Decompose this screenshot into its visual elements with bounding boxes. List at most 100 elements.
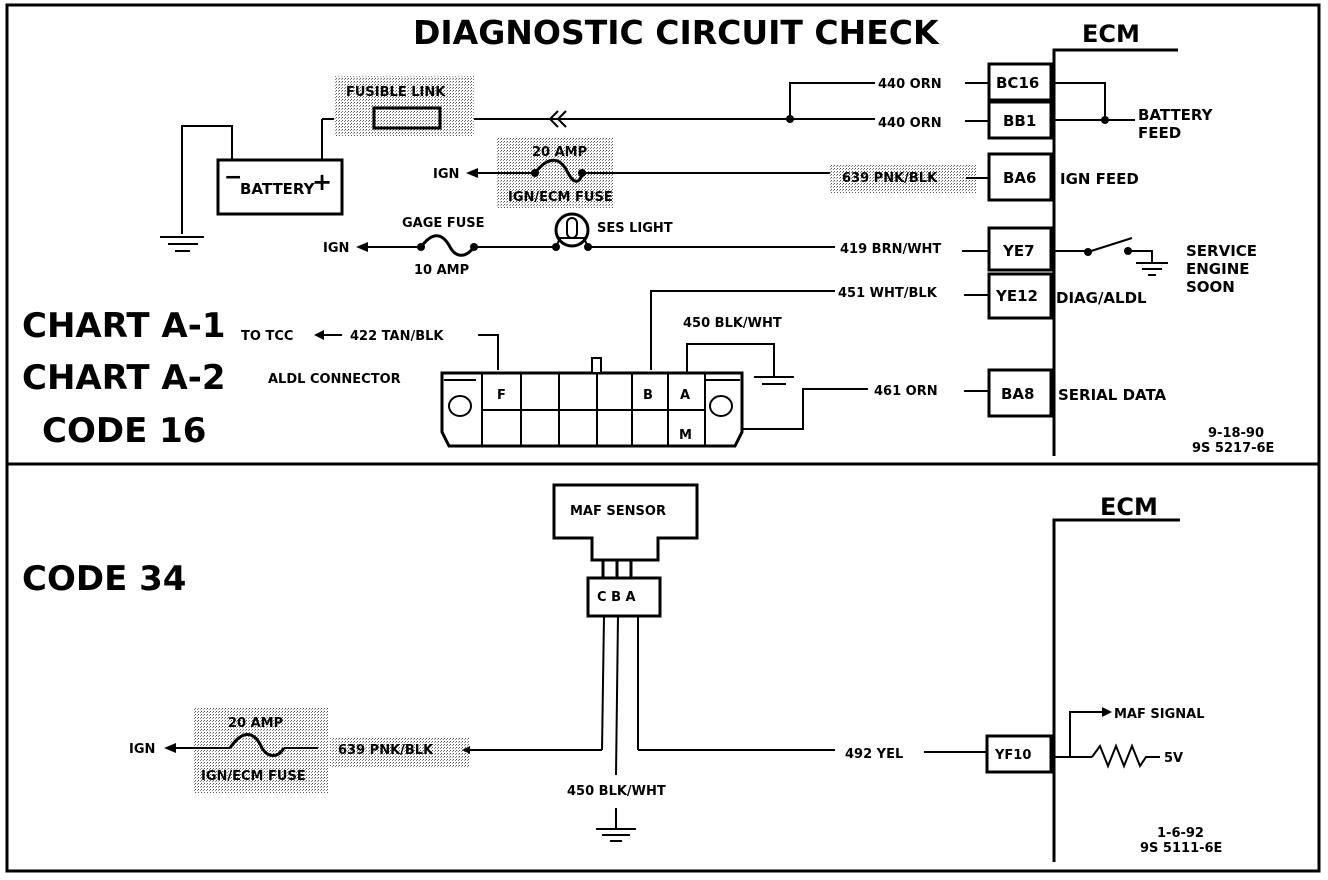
ign-feed-label: IGN FEED [1060,170,1139,188]
svg-text:ENGINE: ENGINE [1186,260,1250,278]
svg-text:SERVICE: SERVICE [1186,242,1257,260]
ecm-pin-ye7: YE7 [987,226,1053,272]
ecm-pin-bc16: BC16 [987,62,1053,102]
ref-bottom: 9S 5111-6E [1140,841,1222,856]
code-34-label: CODE 34 [22,559,186,599]
ecm-label: ECM [1100,493,1158,521]
chart-a2-label: CHART A-2 [22,358,226,398]
svg-text:YE12: YE12 [995,287,1038,305]
svg-text:BA8: BA8 [1001,385,1034,403]
svg-text:440 ORN: 440 ORN [878,116,942,131]
svg-text:440 ORN: 440 ORN [878,77,942,92]
ref-top: 9S 5217-6E [1192,441,1274,456]
aldl-connector: F B A M [440,357,744,448]
wire-451: 451 WHT/BLK [650,286,989,370]
arrow-right-icon [1102,707,1112,717]
outer-frame [5,3,1321,873]
ecm-pin-ba6: BA6 IGN FEED [987,152,1139,202]
svg-text:BATTERY: BATTERY [240,180,316,198]
ses-switch: SERVICE ENGINE SOON [1054,237,1257,296]
svg-text:FEED: FEED [1138,124,1181,142]
svg-text:422 TAN/BLK: 422 TAN/BLK [350,329,444,344]
fuse-icon [228,733,286,757]
svg-text:SOON: SOON [1186,278,1235,296]
svg-text:639 PNK/BLK: 639 PNK/BLK [338,743,434,758]
date-bottom: 1-6-92 [1157,826,1204,841]
ecm-module-bottom: ECM [1052,493,1180,862]
page-title: DIAGNOSTIC CIRCUIT CHECK [413,13,940,52]
svg-text:20 AMP: 20 AMP [228,716,283,731]
aldl-pin-f: F [497,388,506,403]
chart-a1-label: CHART A-1 [22,306,226,346]
ecm-module-top: ECM [1052,20,1178,456]
svg-text:IGN: IGN [129,742,155,757]
wire-422: TO TCC 422 TAN/BLK [241,329,499,370]
svg-text:GAGE FUSE: GAGE FUSE [402,216,485,231]
fuse-icon [419,234,476,257]
aldl-pin-b: B [643,388,653,403]
svg-text:450 BLK/WHT: 450 BLK/WHT [683,316,782,331]
date-top: 9-18-90 [1208,426,1264,441]
svg-text:BB1: BB1 [1003,112,1036,130]
gage-fuse-ses-circuit: IGN GAGE FUSE 10 AMP SES LIGHT 419 BRN/W… [323,212,989,278]
arrow-left-icon [466,168,478,178]
battery: BATTERY − + [160,119,344,252]
ecm-pin-yf10: YF10 [985,734,1053,774]
wire-461: 461 ORN [742,384,989,430]
ecm-boundary [1052,48,1178,456]
battery-feed-circuit: BATTERY FEED [1054,82,1214,142]
svg-text:MAF SENSOR: MAF SENSOR [570,504,666,519]
svg-text:YF10: YF10 [994,748,1031,763]
arrow-left-icon [164,743,176,753]
svg-text:BA6: BA6 [1003,169,1036,187]
svg-text:20 AMP: 20 AMP [532,145,587,160]
fuse-icon [533,158,584,183]
svg-text:BATTERY: BATTERY [1138,106,1214,124]
svg-text:BC16: BC16 [996,74,1039,92]
svg-text:IGN/ECM FUSE: IGN/ECM FUSE [201,769,306,784]
svg-text:10 AMP: 10 AMP [414,263,469,278]
arrow-left-icon [356,242,368,252]
svg-text:FUSIBLE LINK: FUSIBLE LINK [346,85,446,100]
battery-plus-icon: + [312,168,332,196]
svg-text:IGN/ECM FUSE: IGN/ECM FUSE [508,190,613,205]
diag-aldl-label: DIAG/ALDL [1056,289,1147,307]
svg-text:IGN: IGN [433,167,459,182]
svg-text:419 BRN/WHT: 419 BRN/WHT [840,242,941,257]
ecm-label: ECM [1082,20,1140,48]
ign-ecm-fuse-bottom: IGN 20 AMP IGN/ECM FUSE 639 PNK/BLK [129,707,602,793]
svg-text:TO TCC: TO TCC [241,329,293,344]
ign-ecm-fuse-top: IGN 20 AMP IGN/ECM FUSE 639 PNK/BLK [433,138,989,208]
ecm-pin-ba8: BA8 SERIAL DATA [987,368,1167,418]
svg-text:SES LIGHT: SES LIGHT [597,221,673,236]
arrow-left-icon [314,330,324,340]
lamp-icon [554,212,590,248]
ecm-boundary [1052,518,1180,862]
aldl-pin-m: M [679,428,692,443]
svg-text:450 BLK/WHT: 450 BLK/WHT [567,784,666,799]
svg-text:YE7: YE7 [1002,242,1035,260]
svg-text:492 YEL: 492 YEL [845,747,903,762]
resistor-icon [1091,743,1160,769]
maf-signal-circuit: MAF SIGNAL 5V [1054,707,1205,769]
svg-text:MAF SIGNAL: MAF SIGNAL [1114,707,1205,722]
serial-data-label: SERIAL DATA [1058,386,1167,404]
wire-492: 492 YEL [638,747,989,762]
svg-text:451 WHT/BLK: 451 WHT/BLK [838,286,938,301]
maf-sensor: MAF SENSOR C B A [552,483,699,776]
fusible-link: FUSIBLE LINK [334,76,474,136]
wire-450-ground-bottom: 450 BLK/WHT [567,784,666,842]
svg-text:461 ORN: 461 ORN [874,384,938,399]
battery-minus-icon: − [224,165,242,190]
svg-text:639 PNK/BLK: 639 PNK/BLK [842,171,938,186]
ecm-pin-bb1: BB1 [987,100,1053,140]
aldl-connector-label: ALDL CONNECTOR [268,372,401,387]
ecm-pin-ye12: YE12 DIAG/ALDL [987,272,1147,320]
wire-450-ground-top: 450 BLK/WHT [683,316,794,385]
svg-text:IGN: IGN [323,241,349,256]
maf-pins: C B A [597,590,636,605]
code-16-label: CODE 16 [42,411,206,451]
svg-text:5V: 5V [1164,751,1183,766]
aldl-pin-a: A [680,388,690,403]
